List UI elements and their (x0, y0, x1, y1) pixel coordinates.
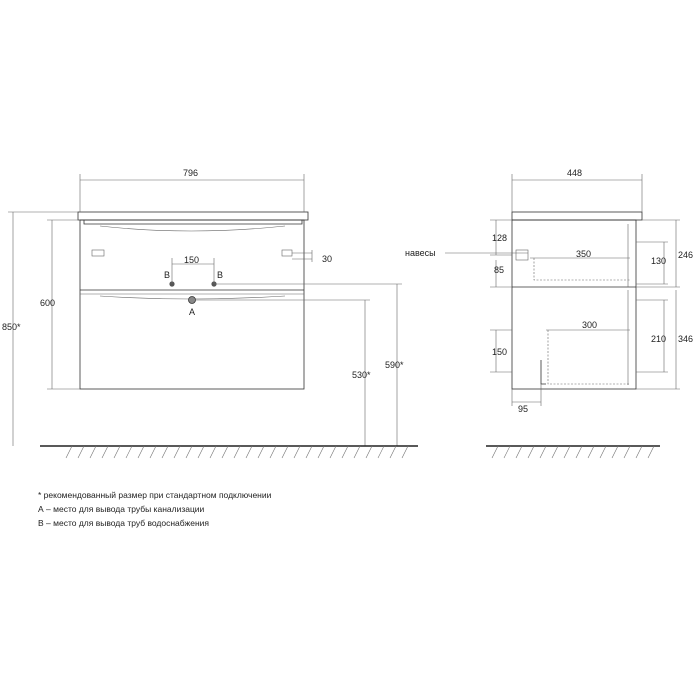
supply-height-label: 590* (385, 360, 404, 370)
upper-drawer-height-label: 246 (678, 250, 693, 260)
side-depth-label: 448 (567, 168, 582, 178)
hook-offset-label: 30 (322, 254, 332, 264)
lower-cutout-depth-label: 210 (651, 334, 666, 344)
note-a: А – место для вывода трубы канализации (38, 504, 205, 514)
hooks-label: навесы (405, 248, 436, 258)
front-hook-left (91, 249, 105, 257)
pipe-spacing-label: 150 (184, 255, 199, 265)
upper-gap-label: 85 (494, 265, 504, 275)
upper-cutout-depth-label: 130 (651, 256, 666, 266)
front-floor-hatch (65, 445, 409, 459)
pipe-a-label: A (189, 307, 195, 317)
note-b: В – место для вывода труб водоснабжения (38, 518, 209, 528)
pipe-b-left-label: B (164, 270, 170, 280)
side-cabinet-body (511, 219, 637, 390)
bottom-offset-label: 95 (518, 404, 528, 414)
front-hook-right (281, 249, 293, 257)
lower-cutout (547, 330, 630, 385)
top-gap-label: 128 (492, 233, 507, 243)
side-view: 448 навесы 128 85 350 130 246 300 150 (405, 168, 693, 459)
drain-height-label: 530* (352, 370, 371, 380)
front-view: B B A 150 796 850* 600 30 530* 5 (2, 168, 418, 459)
front-countertop (77, 211, 309, 221)
front-upper-handle (99, 225, 286, 232)
lower-drawer-height-label: 346 (678, 334, 693, 344)
upper-cutout-width-label: 350 (576, 249, 591, 259)
box-height-label: 600 (40, 298, 55, 308)
pipe-a-dot (188, 296, 196, 304)
lower-cutout-width-label: 300 (582, 320, 597, 330)
side-floor-hatch (491, 445, 655, 459)
lower-cutout-height-label: 150 (492, 347, 507, 357)
front-width-label: 796 (183, 168, 198, 178)
front-cabinet-body (79, 219, 305, 390)
pipe-b-right-label: B (217, 270, 223, 280)
side-countertop (511, 211, 643, 221)
side-hook (515, 249, 529, 261)
upper-cutout (533, 258, 630, 281)
total-height-label: 850* (2, 322, 21, 332)
notes: * рекомендованный размер при стандартном… (38, 488, 271, 530)
note-recommended: * рекомендованный размер при стандартном… (38, 490, 272, 500)
